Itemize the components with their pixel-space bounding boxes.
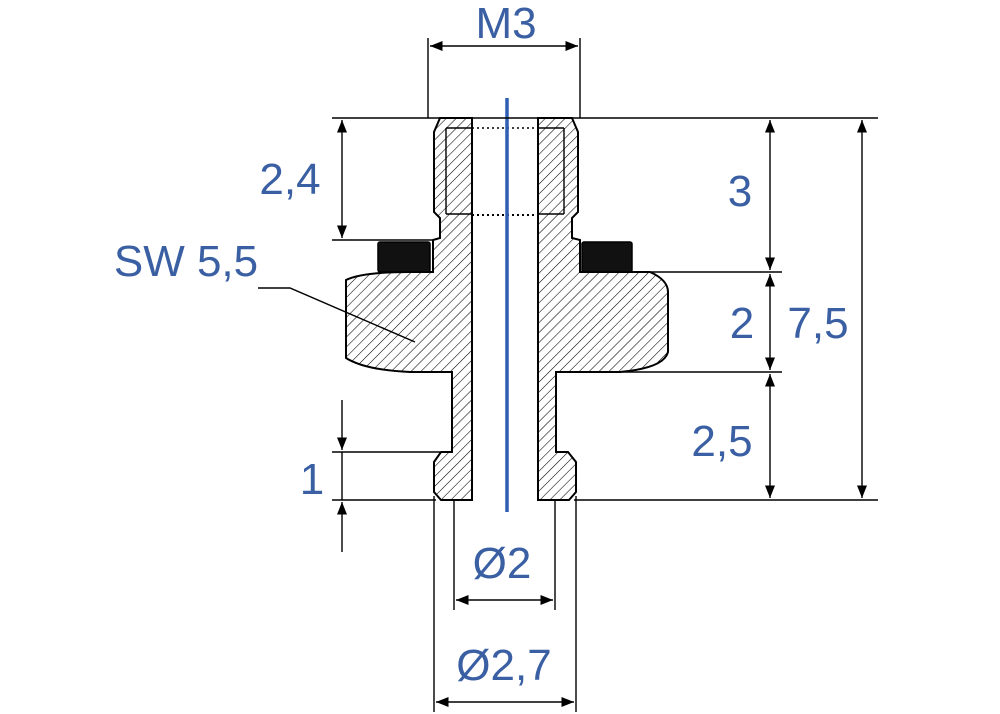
dim-m3: M3 bbox=[427, 0, 581, 118]
label-dia-2: Ø2 bbox=[473, 539, 532, 588]
bore bbox=[472, 118, 538, 500]
seal-left bbox=[377, 241, 431, 273]
dim-2-5: 2,5 bbox=[691, 374, 776, 498]
part-body bbox=[345, 117, 669, 501]
dim-2-4: 2,4 bbox=[259, 120, 348, 238]
part-left-half bbox=[345, 117, 473, 501]
label-sw-5-5: SW 5,5 bbox=[114, 237, 258, 286]
dim-2: 2 bbox=[730, 274, 776, 370]
label-2-4: 2,4 bbox=[259, 155, 320, 204]
part-right-half bbox=[537, 117, 669, 501]
label-dia-2-7: Ø2,7 bbox=[456, 641, 551, 690]
label-2-5: 2,5 bbox=[691, 417, 752, 466]
label-7-5: 7,5 bbox=[787, 299, 848, 348]
label-1: 1 bbox=[300, 455, 324, 504]
dim-1: 1 bbox=[300, 400, 440, 552]
dim-3: 3 bbox=[728, 120, 776, 270]
seal-right bbox=[581, 241, 633, 273]
label-m3: M3 bbox=[475, 0, 536, 48]
dim-7-5: 7,5 bbox=[787, 120, 868, 498]
dim-dia-2: Ø2 bbox=[453, 500, 556, 610]
dim-dia-2-7: Ø2,7 bbox=[433, 496, 577, 712]
label-2: 2 bbox=[730, 299, 754, 348]
label-3: 3 bbox=[728, 167, 752, 216]
leader-sw: SW 5,5 bbox=[114, 237, 416, 343]
